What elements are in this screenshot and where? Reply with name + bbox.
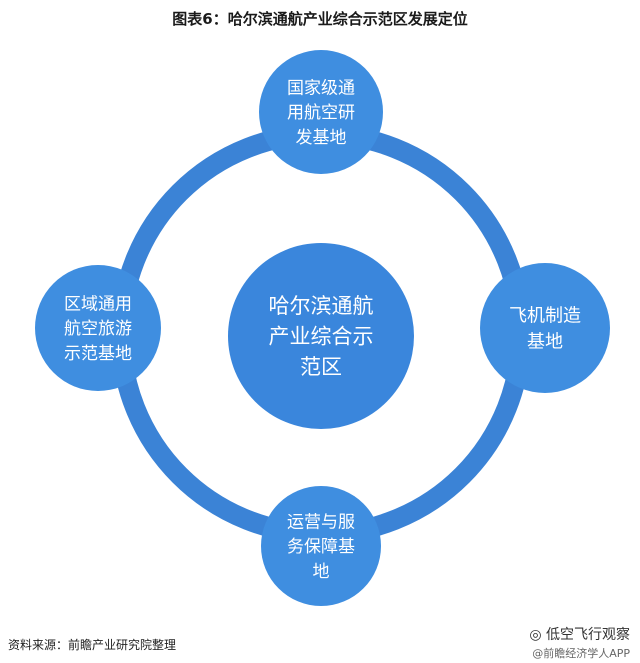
- node-bottom-circle: [261, 486, 381, 606]
- center-label-line-2: 产业综合示: [269, 325, 374, 349]
- center-node: 哈尔滨通航产业综合示范区: [228, 243, 414, 429]
- source-note: 资料来源：前瞻产业研究院整理: [8, 638, 177, 652]
- node-top-circle: [259, 50, 383, 174]
- center-circle: [228, 243, 414, 429]
- node-right-circle: [480, 263, 610, 393]
- wechat-icon: ◎: [529, 627, 546, 643]
- node-bottom-label-line-2: 务保障基: [287, 537, 355, 557]
- node-top-label-line-3: 发基地: [296, 128, 347, 148]
- app-credit: @前瞻经济学人APP: [532, 647, 630, 660]
- node-top-label-line-2: 用航空研: [287, 103, 355, 123]
- credit-block: ◎ 低空飞行观察 @前瞻经济学人APP: [529, 624, 630, 661]
- wechat-account: ◎ 低空飞行观察: [529, 624, 630, 644]
- chart-title: 图表6：哈尔滨通航产业综合示范区发展定位: [172, 10, 468, 28]
- node-left-label-line-2: 航空旅游: [64, 319, 132, 339]
- node-left-label-line-3: 示范基地: [64, 344, 132, 364]
- node-top-label-line-1: 国家级通: [287, 78, 355, 98]
- node-right-label-line-1: 飞机制造: [509, 305, 581, 326]
- positioning-diagram: 哈尔滨通航产业综合示范区 国家级通用航空研发基地飞机制造基地运营与服务保障基地区…: [35, 50, 610, 606]
- node-right-label-line-2: 基地: [527, 332, 563, 353]
- node-bottom-label-line-3: 地: [313, 562, 330, 582]
- wechat-account-name: 低空飞行观察: [546, 627, 630, 643]
- node-bottom-label-line-1: 运营与服: [287, 512, 355, 532]
- node-left-circle: [35, 265, 161, 391]
- center-label-line-3: 范区: [300, 355, 342, 379]
- node-left-label-line-1: 区域通用: [64, 294, 132, 314]
- center-label-line-1: 哈尔滨通航: [269, 294, 374, 318]
